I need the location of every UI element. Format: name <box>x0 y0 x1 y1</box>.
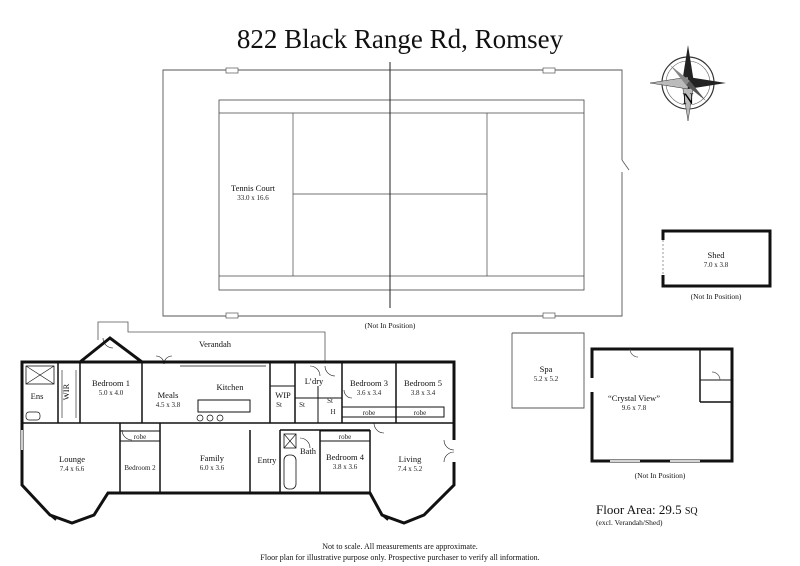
robe-bedroom4: robe <box>339 433 351 441</box>
room-wip: WIP <box>275 390 291 400</box>
floor-area: Floor Area: 29.5 SQ <box>596 502 698 518</box>
room-ens: Ens <box>31 391 44 401</box>
page-title: 822 Black Range Rd, Romsey <box>236 24 564 54</box>
room-entry: Entry <box>258 455 278 465</box>
room-bedroom4: Bedroom 4 <box>326 452 365 462</box>
room-wir: WIR <box>61 383 71 400</box>
floor-area-note: (excl. Verandah/Shed) <box>596 518 663 527</box>
tennis-court-dims: 33.0 x 16.6 <box>237 194 269 202</box>
spa-dims: 5.2 x 5.2 <box>534 375 559 383</box>
room-lounge-dims: 7.4 x 6.6 <box>60 465 85 473</box>
compass-north-letter: N <box>682 91 694 108</box>
room-kitchen: Kitchen <box>217 382 245 392</box>
room-meals: Meals <box>158 390 179 400</box>
crystal-view-label: “Crystal View” <box>608 393 660 403</box>
floor-area-label: Floor Area: 29.5 <box>596 502 682 517</box>
footer-line-1: Not to scale. All measurements are appro… <box>322 542 478 551</box>
floor-area-unit: SQ <box>684 506 698 517</box>
room-living: Living <box>399 454 422 464</box>
room-st-2: St <box>327 397 333 405</box>
house <box>20 336 456 525</box>
footer-line-2: Floor plan for illustrative purpose only… <box>260 553 540 562</box>
tennis-court-note: (Not In Position) <box>365 321 416 330</box>
room-family: Family <box>200 453 225 463</box>
spa-label: Spa <box>540 364 553 374</box>
shed: Shed 7.0 x 3.8 <box>661 229 772 288</box>
verandah-label: Verandah <box>199 339 232 349</box>
room-meals-dims: 4.5 x 3.8 <box>156 401 181 409</box>
room-bedroom5: Bedroom 5 <box>404 378 442 388</box>
robe-bedroom3: robe <box>363 409 375 417</box>
room-h: H <box>330 408 335 416</box>
room-living-dims: 7.4 x 5.2 <box>398 465 423 473</box>
room-bath: Bath <box>300 446 317 456</box>
crystal-view-note: (Not In Position) <box>635 471 686 480</box>
robe-bedroom2: robe <box>134 433 146 441</box>
room-bedroom3: Bedroom 3 <box>350 378 388 388</box>
room-bedroom3-dims: 3.6 x 3.4 <box>357 389 382 397</box>
room-bedroom2: Bedroom 2 <box>124 464 156 472</box>
room-st-1: St <box>299 401 305 409</box>
crystal-view-building: “Crystal View” 9.6 x 7.8 <box>590 347 734 463</box>
room-bedroom1: Bedroom 1 <box>92 378 130 388</box>
room-laundry: L’dry <box>305 376 324 386</box>
shed-dims: 7.0 x 3.8 <box>704 261 729 269</box>
room-family-dims: 6.0 x 3.6 <box>200 464 225 472</box>
room-lounge: Lounge <box>59 454 85 464</box>
footer-disclaimer: Not to scale. All measurements are appro… <box>0 541 800 563</box>
room-bedroom1-dims: 5.0 x 4.0 <box>99 389 124 397</box>
spa: Spa 5.2 x 5.2 <box>511 332 585 409</box>
robe-bedroom5: robe <box>414 409 426 417</box>
room-bedroom5-dims: 3.8 x 3.4 <box>411 389 436 397</box>
tennis-court: Tennis Court 33.0 x 16.6 <box>162 62 630 319</box>
compass-icon: N <box>649 45 726 122</box>
shed-label: Shed <box>708 250 726 260</box>
shed-note: (Not In Position) <box>691 292 742 301</box>
room-bedroom4-dims: 3.8 x 3.6 <box>333 463 358 471</box>
tennis-court-label: Tennis Court <box>231 183 276 193</box>
room-st-3: St <box>276 401 282 409</box>
crystal-view-dims: 9.6 x 7.8 <box>622 404 647 412</box>
